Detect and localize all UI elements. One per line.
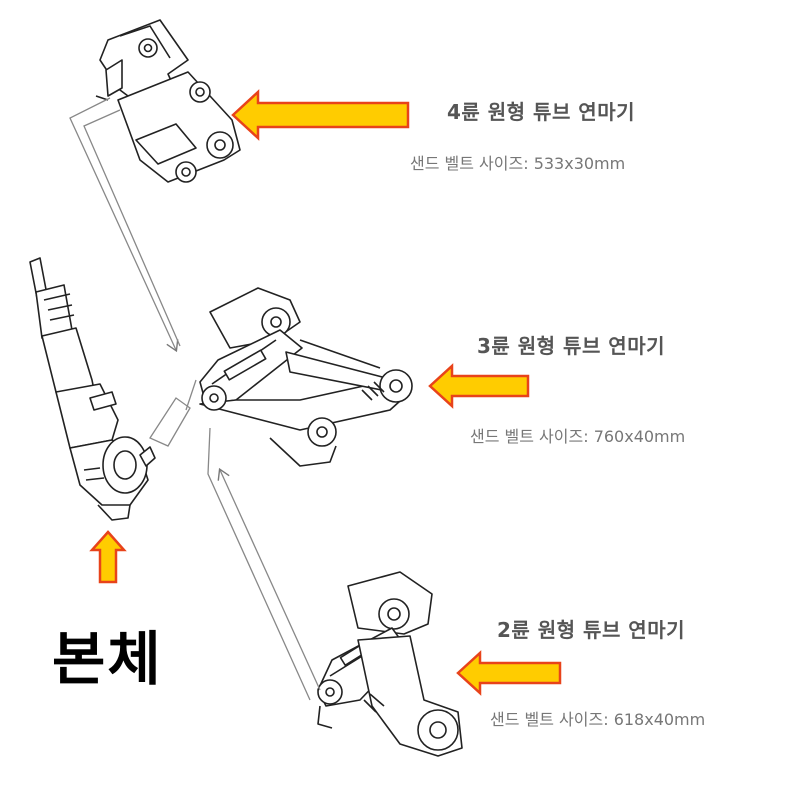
arrow-three-wheel-to-body: [185, 379, 197, 411]
main-body-label: 본체: [52, 625, 163, 693]
pointer-arrow-two-wheel: [456, 650, 562, 696]
arrow-body-connector: [149, 397, 191, 447]
arrow-four-wheel-to-body: [69, 97, 179, 353]
arrow-two-wheel-to-body-outline: [207, 427, 311, 701]
two-wheel-title: 2륜 원형 튜브 연마기: [497, 618, 686, 642]
four-wheel-belt-sander-icon: [95, 19, 241, 183]
arrow-two-wheel-to-body: [217, 467, 321, 691]
three-wheel-title: 3륜 원형 튜브 연마기: [477, 334, 666, 358]
arrow-four-wheel-to-body-outline: [83, 109, 181, 347]
two-wheel-belt-sander-icon: [317, 571, 463, 757]
pointer-arrow-three-wheel: [428, 363, 530, 409]
connection-arrows: [69, 97, 321, 701]
three-wheel-spec: 샌드 벨트 사이즈: 760x40mm: [470, 427, 686, 446]
two-wheel-spec: 샌드 벨트 사이즈: 618x40mm: [490, 710, 706, 729]
pointer-arrow-body-up: [89, 530, 127, 584]
pointer-arrow-four-wheel: [231, 89, 410, 141]
four-wheel-spec: 샌드 벨트 사이즈: 533x30mm: [410, 154, 626, 173]
four-wheel-title: 4륜 원형 튜브 연마기: [447, 100, 636, 124]
three-wheel-belt-sander-icon: [199, 287, 413, 467]
angle-grinder-icon: [29, 257, 156, 521]
